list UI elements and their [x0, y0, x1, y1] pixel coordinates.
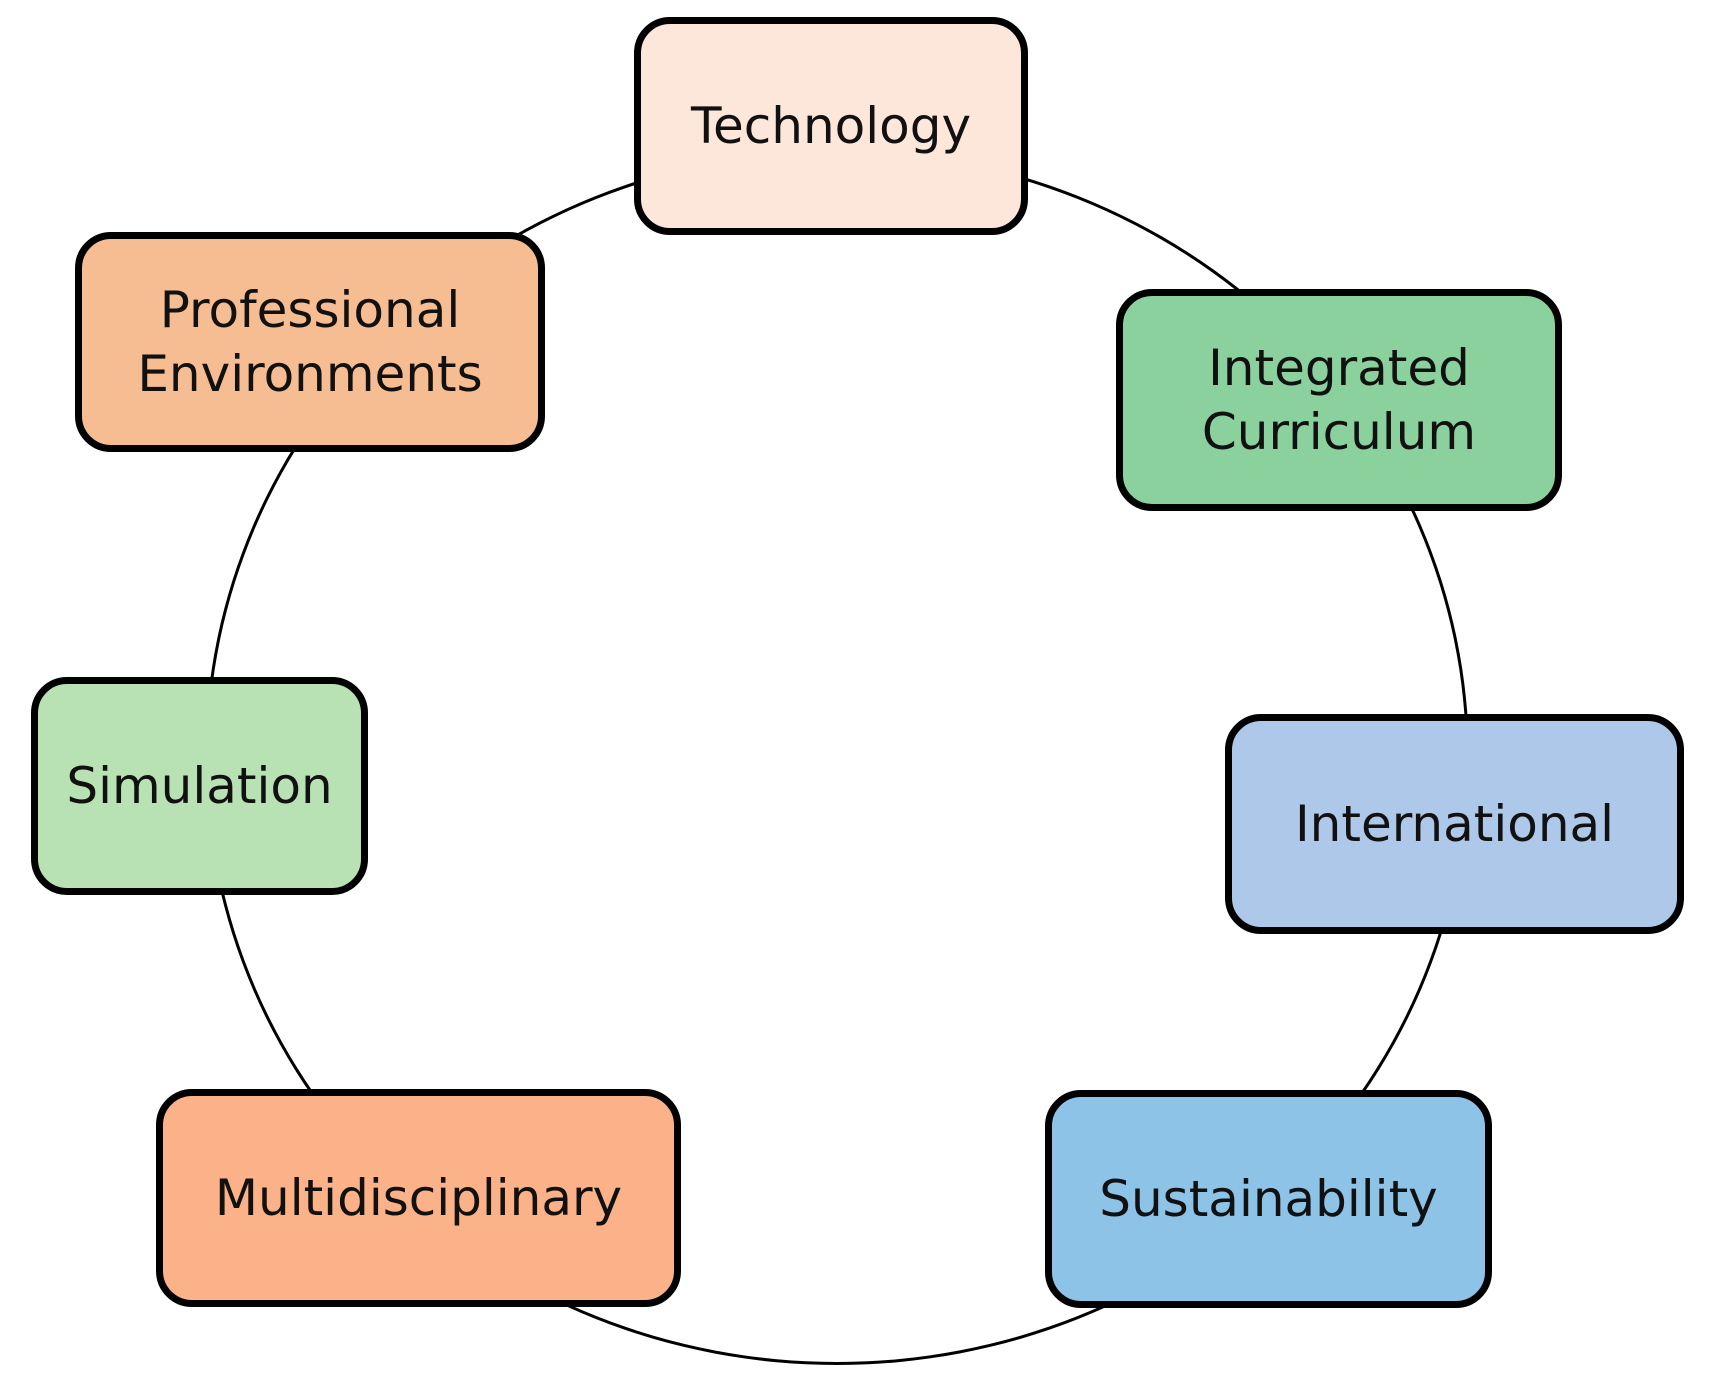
node-simulation-label: Simulation [66, 757, 333, 815]
node-integrated-curriculum-label: Integrated Curriculum [1201, 339, 1477, 461]
node-sustainability: Sustainability [1045, 1090, 1492, 1308]
node-multidisciplinary-label: Multidisciplinary [214, 1169, 623, 1227]
node-technology-label: Technology [690, 97, 972, 155]
node-international-label: International [1294, 795, 1615, 853]
node-professional-environments-label: Professional Environments [137, 281, 483, 403]
node-integrated-curriculum: Integrated Curriculum [1116, 289, 1562, 511]
node-technology: Technology [634, 17, 1028, 235]
node-international: International [1225, 714, 1684, 934]
node-sustainability-label: Sustainability [1099, 1170, 1438, 1228]
node-multidisciplinary: Multidisciplinary [156, 1089, 681, 1307]
node-simulation: Simulation [31, 677, 368, 895]
node-professional-environments: Professional Environments [75, 232, 545, 452]
